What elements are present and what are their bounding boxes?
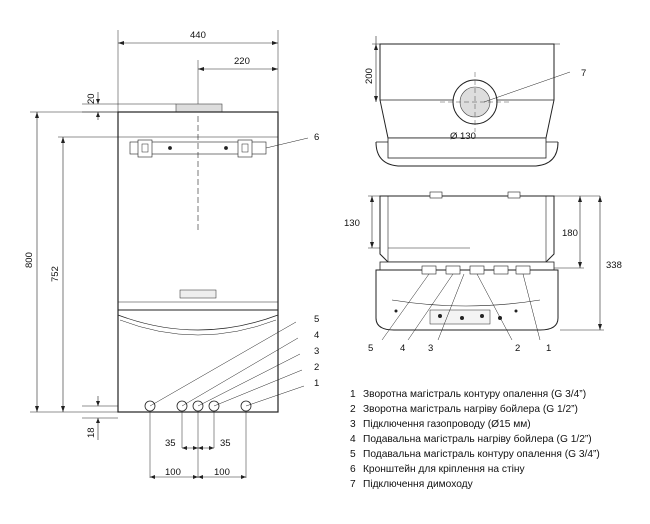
legend-item: 2 Зворотна магістраль нагріву бойлера (G … (350, 402, 650, 417)
dim-130-label: 130 (344, 218, 360, 229)
dim-35-right-label: 35 (220, 438, 231, 449)
front-callout-3: 3 (314, 346, 319, 357)
legend-item: 4 Подавальна магістраль нагріву бойлера (… (350, 432, 650, 447)
bottom-callout-5: 5 (368, 343, 373, 354)
legend-text: Підключення газопроводу (Ø15 мм) (363, 419, 531, 430)
legend-item: 1 Зворотна магістраль контуру опалення (G… (350, 387, 650, 402)
dim-220-label: 220 (234, 56, 250, 67)
bottom-callout-2: 2 (515, 343, 520, 354)
dim-752-label: 752 (50, 266, 61, 282)
legend-item: 6 Кронштейн для кріплення на стіну (350, 462, 650, 477)
front-callout-2: 2 (314, 362, 319, 373)
legend-number: 2 (350, 404, 356, 415)
bottom-callout-1: 1 (546, 343, 551, 354)
dim-440-label: 440 (190, 30, 206, 41)
legend-item: 5 Подавальна магістраль контуру опалення … (350, 447, 650, 462)
dim-338-label: 338 (606, 260, 622, 271)
legend-text: Подавальна магістраль контуру опалення (… (363, 449, 600, 460)
legend-item: 7 Підключення димоходу (350, 477, 650, 492)
bracket-callout: 6 (314, 132, 319, 143)
bottom-callout-3: 3 (428, 343, 433, 354)
legend-number: 4 (350, 434, 356, 445)
dim-20-label: 20 (86, 93, 97, 104)
dim-800-label: 800 (24, 252, 35, 268)
legend-text: Кронштейн для кріплення на стіну (363, 464, 525, 475)
legend-text: Зворотна магістраль нагріву бойлера (G 1… (363, 404, 578, 415)
front-callout-4: 4 (314, 330, 319, 341)
dim-35-left-label: 35 (165, 438, 176, 449)
dim-180-label: 180 (562, 228, 578, 239)
legend-text: Підключення димоходу (363, 479, 473, 490)
legend-number: 5 (350, 449, 356, 460)
dim-100-left-label: 100 (165, 467, 181, 478)
bottom-view: 130 180 338 5 4 (344, 191, 622, 354)
bottom-callout-4: 4 (400, 343, 405, 354)
legend-number: 7 (350, 479, 356, 490)
dim-200-label: 200 (364, 68, 375, 84)
wall-bracket (129, 139, 267, 158)
legend-item: 3 Підключення газопроводу (Ø15 мм) (350, 417, 650, 432)
front-callout-5: 5 (314, 314, 319, 325)
legend-text: Зворотна магістраль контуру опалення (G … (363, 389, 587, 400)
top-view: 200 Ø 130 7 (364, 36, 586, 167)
front-callout-1: 1 (314, 378, 319, 389)
flue-diameter-label: Ø 130 (450, 131, 476, 142)
legend-text: Подавальна магістраль нагріву бойлера (G… (363, 434, 592, 445)
dim-18-label: 18 (86, 427, 97, 438)
connections-legend: 1 Зворотна магістраль контуру опалення (G… (350, 387, 650, 492)
legend-number: 1 (350, 389, 356, 400)
flue-callout: 7 (581, 68, 586, 79)
front-view: 440 220 20 800 752 18 (24, 30, 319, 479)
dim-100-right-label: 100 (214, 467, 230, 478)
legend-number: 3 (350, 419, 356, 430)
legend-number: 6 (350, 464, 356, 475)
